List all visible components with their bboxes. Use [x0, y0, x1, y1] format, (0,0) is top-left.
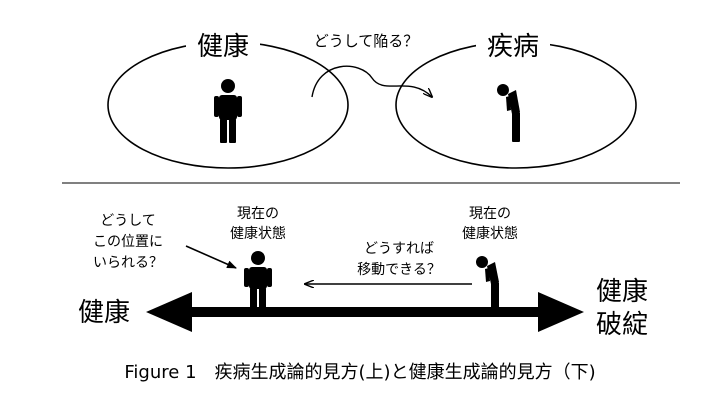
axis-health-label: 健康: [78, 298, 130, 328]
left-state-line: 現在の: [237, 206, 279, 222]
right-state-line: 健康状態: [462, 225, 518, 242]
right-state-line: 現在の: [469, 206, 511, 222]
healthy-person-icon: [214, 79, 242, 143]
label-gap: [186, 28, 260, 62]
disease-label-top: 疾病: [487, 32, 539, 62]
stay-question-line: いられる？: [93, 255, 163, 271]
healthy-person-icon: [244, 251, 272, 308]
pointer-arrow: [185, 245, 237, 269]
stay-question-line: どうして: [100, 213, 156, 229]
transition-arrow: [311, 65, 432, 97]
left-state-line: 健康状態: [230, 225, 286, 242]
sick-person-icon: [497, 84, 520, 142]
label-gap: [476, 28, 550, 62]
axis-breakdown-label: 健康: [596, 277, 648, 307]
stay-question-line: この位置に: [93, 234, 163, 250]
move-question-line: 移動できる？: [357, 262, 441, 278]
fall-question: どうして陥る？: [314, 32, 419, 50]
axis-breakdown-label: 破綻: [596, 310, 648, 340]
health-axis: [146, 292, 584, 332]
sick-person-icon: [476, 256, 499, 310]
move-question-line: どうすれば: [364, 241, 434, 257]
health-label-top: 健康: [197, 32, 249, 62]
figure-caption: Figure 1 疾病生成論的見方(上)と健康生成論的見方（下): [124, 362, 595, 383]
